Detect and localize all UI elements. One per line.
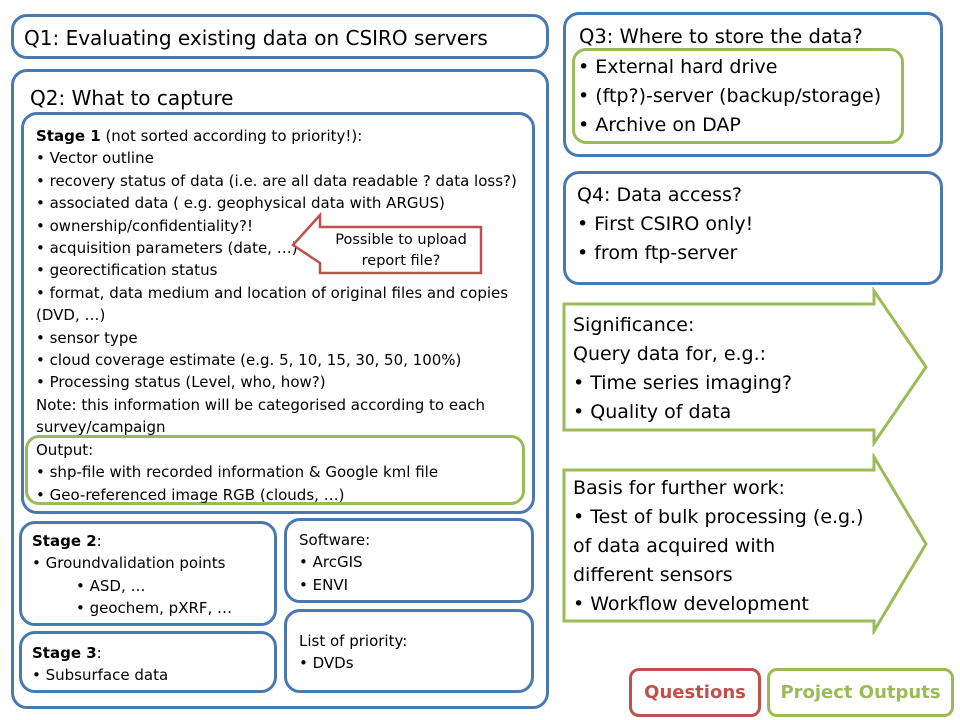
output-heading: Output: (36, 441, 94, 459)
stage1-note: survey/campaign (36, 418, 166, 437)
stage3-item: • Subsurface data (32, 666, 169, 685)
basis-line: • Workflow development (573, 593, 809, 615)
basis-text: Basis for further work: • Test of bulk p… (573, 474, 864, 619)
stage1-item: (DVD, …) (36, 306, 106, 325)
stage2-heading-rest: : (96, 532, 102, 550)
stage1-item: • associated data ( e.g. geophysical dat… (36, 194, 445, 213)
q3-items: • External hard drive • (ftp?)-server (b… (578, 53, 881, 140)
legend-outputs-label: Project Outputs (780, 682, 941, 703)
software-item: • ArcGIS (299, 553, 363, 572)
q3-box: Q3: Where to store the data? (563, 12, 943, 157)
significance-line: • Time series imaging? (573, 372, 793, 394)
priority-heading: List of priority: (299, 632, 408, 650)
stage1-content: Stage 1 (not sorted according to priorit… (36, 125, 517, 439)
q3-item: • External hard drive (578, 56, 778, 78)
output-item: • shp-file with recorded information & G… (36, 463, 439, 482)
q3-items-box: • External hard drive • (ftp?)-server (b… (572, 48, 904, 144)
stage3-heading: Stage 3: (32, 642, 168, 664)
q4-box: Q4: Data access? • First CSIRO only! • f… (563, 171, 943, 285)
callout-line2: report file? (362, 253, 441, 269)
stage2-item: • Groundvalidation points (32, 554, 226, 573)
callout-line1: Possible to upload (335, 232, 467, 248)
q4-item: • from ftp-server (577, 242, 738, 264)
stage3-heading-rest: : (96, 644, 102, 662)
basis-line: Basis for further work: (573, 477, 785, 499)
priority-content: List of priority: • DVDs (299, 630, 407, 675)
stage1-item: • format, data medium and location of or… (36, 283, 509, 302)
basis-shape (562, 453, 928, 635)
q4-item: • First CSIRO only! (577, 213, 754, 235)
q3-item: • Archive on DAP (578, 114, 741, 136)
callout-shape (291, 212, 483, 275)
stage2-content: Stage 2: • Groundvalidation points • ASD… (32, 530, 232, 620)
legend-outputs: Project Outputs (767, 668, 954, 717)
priority-box: List of priority: • DVDs (284, 609, 534, 693)
stage1-item: • georectification status (36, 261, 218, 280)
stage2-heading: Stage 2: (32, 530, 232, 552)
significance-line: • Quality of data (573, 401, 732, 423)
output-box: Output: • shp-file with recorded informa… (25, 435, 525, 505)
significance-arrow (562, 287, 928, 447)
significance-shape (562, 287, 928, 447)
q3-title: Q3: Where to store the data? (579, 25, 863, 48)
basis-line: different sensors (573, 564, 733, 586)
basis-arrow (562, 453, 928, 635)
stage1-item: • sensor type (36, 328, 138, 347)
priority-item: • DVDs (299, 654, 354, 673)
stage1-heading: Stage 1 (not sorted according to priorit… (36, 125, 517, 147)
stage1-heading-bold: Stage 1 (36, 127, 101, 145)
stage1-box: Stage 1 (not sorted according to priorit… (21, 112, 535, 514)
stage3-box: Stage 3: • Subsurface data (19, 631, 277, 693)
stage1-item: • acquisition parameters (date, …) (36, 239, 298, 258)
stage1-item: • recovery status of data (i.e. are all … (36, 171, 517, 190)
legend-questions-label: Questions (644, 682, 746, 703)
significance-line: Query data for, e.g.: (573, 343, 767, 365)
q2-title: Q2: What to capture (30, 86, 234, 110)
software-box: Software: • ArcGIS • ENVI (284, 518, 534, 603)
q1-box: Q1: Evaluating existing data on CSIRO se… (11, 14, 549, 59)
q3-item: • (ftp?)-server (backup/storage) (578, 85, 882, 107)
significance-text: Significance: Query data for, e.g.: • Ti… (573, 311, 792, 427)
stage3-heading-bold: Stage 3 (32, 644, 97, 662)
significance-line: Significance: (573, 314, 695, 336)
stage1-item: • ownership/confidentiality?! (36, 216, 253, 235)
stage2-subitem: • ASD, … (76, 576, 146, 595)
stage1-item: • cloud coverage estimate (e.g. 5, 10, 1… (36, 351, 462, 370)
basis-line: of data acquired with (573, 535, 776, 557)
stage1-heading-rest: (not sorted according to priority!): (100, 127, 363, 145)
stage1-note: Note: this information will be categoris… (36, 395, 486, 414)
legend-questions: Questions (629, 668, 761, 717)
stage1-item: • Vector outline (36, 149, 154, 168)
stage2-box: Stage 2: • Groundvalidation points • ASD… (19, 521, 277, 626)
stage2-subitem: • geochem, pXRF, … (76, 599, 233, 618)
software-heading: Software: (299, 531, 371, 549)
software-item: • ENVI (299, 575, 348, 594)
q4-title: Q4: Data access? (577, 184, 742, 206)
output-content: Output: • shp-file with recorded informa… (36, 439, 438, 506)
q1-title: Q1: Evaluating existing data on CSIRO se… (24, 26, 488, 50)
output-item: • Geo-referenced image RGB (clouds, …) (36, 485, 345, 504)
stage3-content: Stage 3: • Subsurface data (32, 642, 168, 687)
software-content: Software: • ArcGIS • ENVI (299, 529, 370, 596)
callout-arrow: Possible to upload report file? (291, 212, 483, 275)
q4-content: Q4: Data access? • First CSIRO only! • f… (577, 181, 753, 268)
basis-line: • Test of bulk processing (e.g.) (573, 506, 864, 528)
stage2-heading-bold: Stage 2 (32, 532, 97, 550)
stage1-item: • Processing status (Level, who, how?) (36, 373, 326, 392)
